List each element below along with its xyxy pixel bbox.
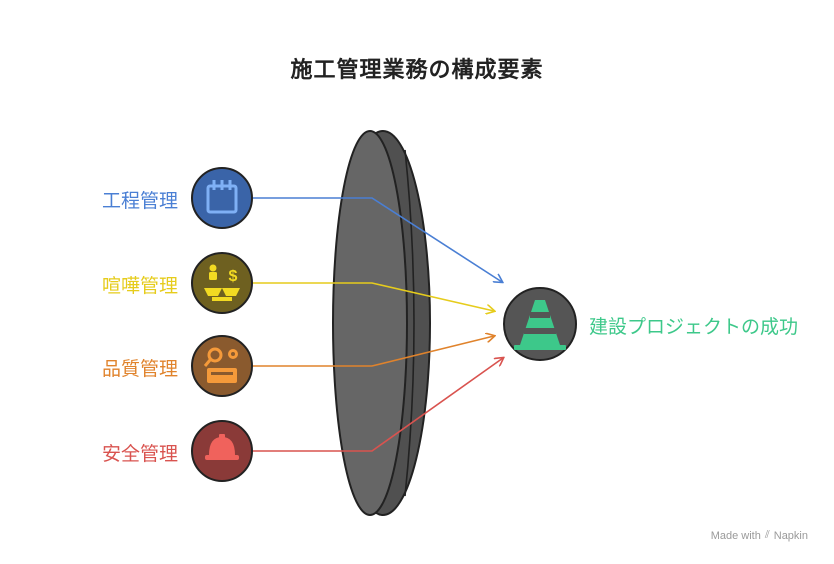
connector-safety bbox=[253, 358, 503, 452]
label-quality: 品質管理 bbox=[101, 358, 178, 380]
svg-text:$: $ bbox=[229, 268, 238, 285]
label-cost: 喧嘩管理 bbox=[101, 275, 178, 297]
label-safety: 安全管理 bbox=[101, 443, 178, 465]
connector-quality bbox=[253, 336, 494, 367]
lens bbox=[332, 130, 431, 516]
napkin-logo-icon: ⫽ bbox=[764, 529, 770, 541]
node-safety bbox=[191, 420, 253, 482]
hardhat-icon bbox=[205, 434, 239, 460]
traffic-cone-icon bbox=[514, 300, 566, 350]
watermark[interactable]: Made with ⫽ Napkin bbox=[711, 529, 808, 542]
connector-cost bbox=[253, 282, 494, 311]
inspection-icon bbox=[203, 347, 238, 383]
lens-edge bbox=[404, 149, 415, 497]
label-output: 建設プロジェクトの成功 bbox=[589, 316, 799, 338]
node-output bbox=[503, 287, 577, 361]
node-schedule bbox=[191, 167, 253, 229]
node-quality bbox=[191, 335, 253, 397]
watermark-brand: Napkin bbox=[773, 529, 808, 542]
label-schedule: 工程管理 bbox=[101, 190, 178, 212]
calendar-icon bbox=[206, 180, 238, 214]
lens-face bbox=[332, 130, 408, 516]
diagram-title: 施工管理業務の構成要素 bbox=[290, 58, 544, 83]
watermark-prefix: Made with bbox=[710, 529, 761, 542]
node-cost: $ bbox=[191, 252, 253, 314]
people-money-icon: $ bbox=[204, 264, 240, 301]
connector-schedule bbox=[253, 197, 502, 282]
